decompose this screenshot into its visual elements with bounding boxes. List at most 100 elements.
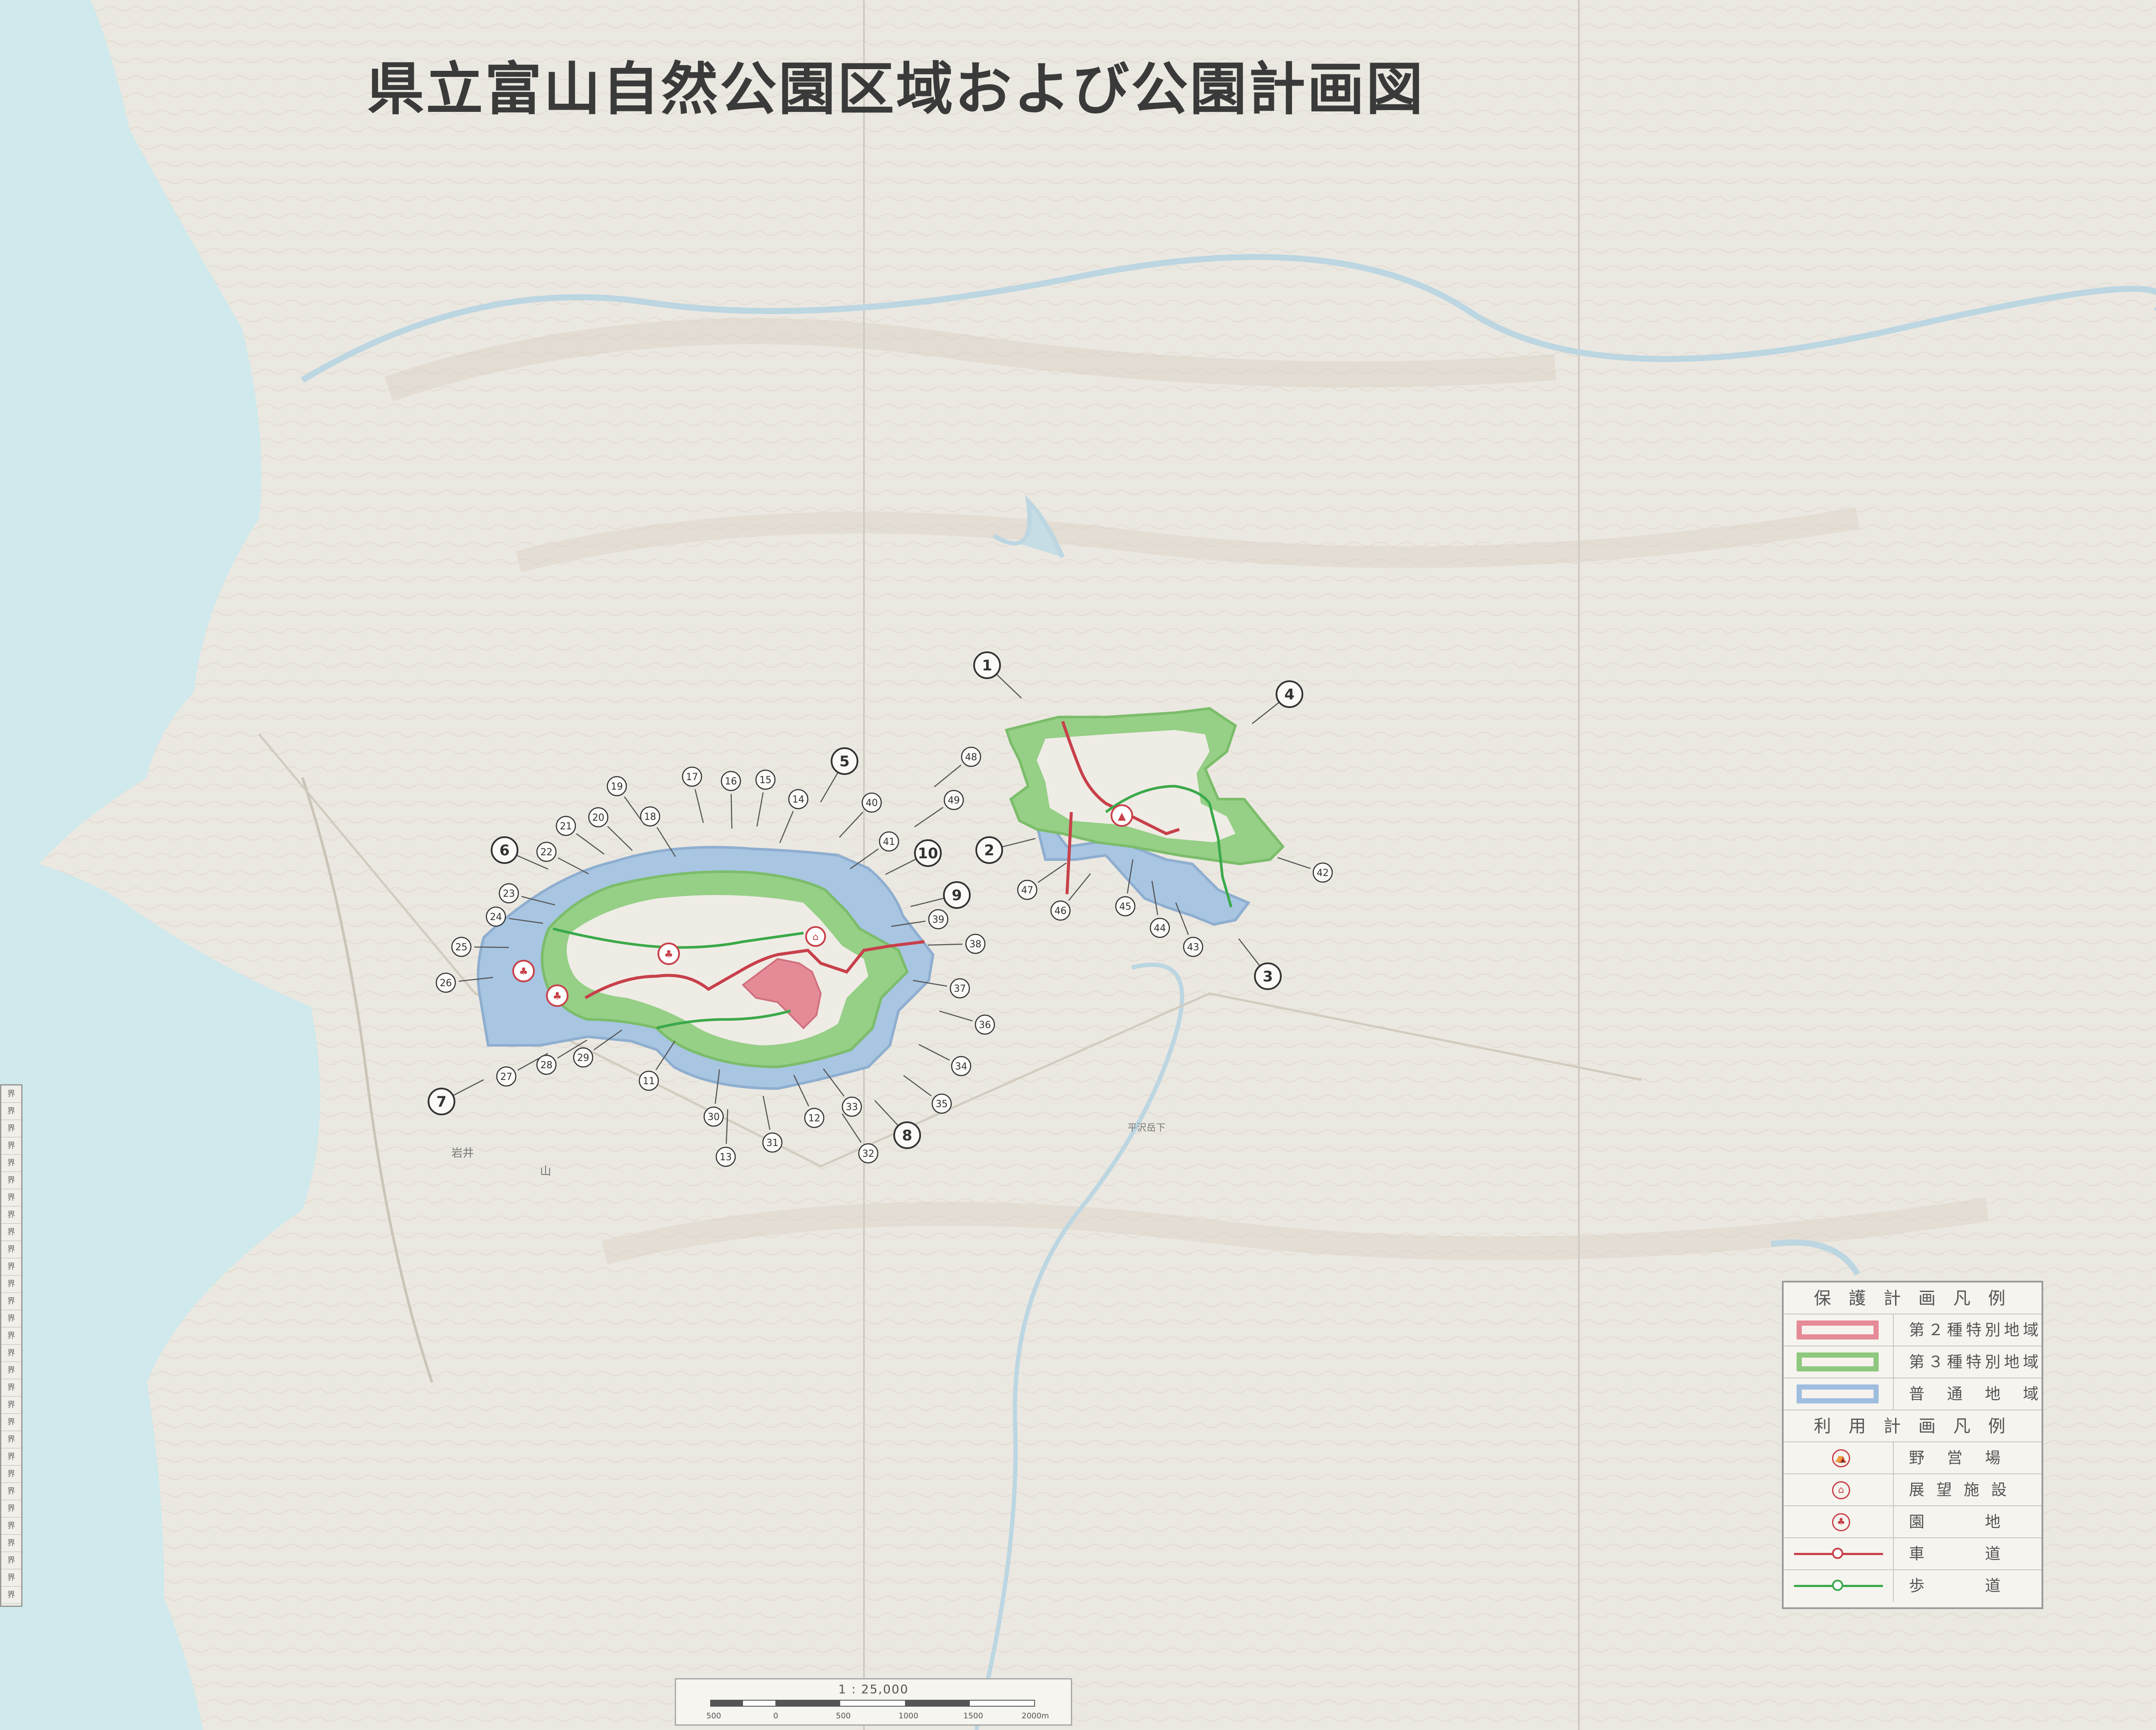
area-marker-4: 4 xyxy=(1251,680,1303,724)
marker-leader-line xyxy=(726,1109,728,1144)
marker-leader-line xyxy=(458,977,493,982)
marker-leader-line xyxy=(1175,902,1189,935)
area-marker-3: 3 xyxy=(1238,938,1282,990)
area-marker-34: 34 xyxy=(918,1044,972,1076)
marker-circle xyxy=(914,839,942,867)
area-marker-48: 48 xyxy=(934,746,981,787)
marker-number: 27 xyxy=(500,1072,512,1082)
marker-circle xyxy=(931,1093,952,1114)
marker-number: 4 xyxy=(1284,686,1295,703)
area-marker-11: 11 xyxy=(638,1041,676,1091)
legend-label: 歩 道 xyxy=(1909,1577,2004,1595)
marker-circle xyxy=(762,1132,783,1153)
marker-leader-line xyxy=(694,789,704,823)
marker-number: 16 xyxy=(725,776,737,787)
area-marker-31: 31 xyxy=(762,1095,783,1153)
marker-circle xyxy=(1183,936,1203,957)
index-cell: 界 xyxy=(1,1258,21,1276)
index-cell: 界 xyxy=(1,1397,21,1414)
marker-number: 18 xyxy=(644,812,656,822)
marker-leader-line xyxy=(656,827,676,857)
marker-circle xyxy=(1115,896,1136,917)
planned-road-west xyxy=(584,940,925,1000)
marker-number: 11 xyxy=(643,1076,655,1087)
marker-number: 46 xyxy=(1054,906,1067,917)
marker-leader-line xyxy=(1151,881,1159,915)
legend-row-third-class: 第３種特別地域 xyxy=(1784,1346,2042,1378)
marker-number: 22 xyxy=(540,847,552,858)
area-marker-33: 33 xyxy=(822,1068,862,1117)
marker-leader-line xyxy=(820,772,838,803)
marker-number: 8 xyxy=(902,1127,912,1144)
marker-leader-line xyxy=(1238,938,1261,967)
map-title: 県立富山自然公園区域および公園計画図 xyxy=(367,56,1425,123)
marker-circle xyxy=(975,836,1003,864)
index-cell: 界 xyxy=(1,1086,21,1103)
marker-number: 43 xyxy=(1187,942,1199,953)
marker-number: 42 xyxy=(1317,868,1329,879)
marker-circle xyxy=(965,933,986,954)
area-marker-7: 7 xyxy=(428,1079,484,1115)
area-marker-16: 16 xyxy=(721,771,741,829)
area-marker-39: 39 xyxy=(891,909,949,930)
index-cell: 界 xyxy=(1,1483,21,1500)
marker-circle xyxy=(435,972,456,993)
marker-number: 48 xyxy=(965,752,977,763)
marker-leader-line xyxy=(593,1029,622,1051)
scale-tick: 500 xyxy=(706,1711,721,1720)
marker-leader-line xyxy=(914,806,943,828)
marker-leader-line xyxy=(762,1095,771,1130)
scale-tick: 0 xyxy=(773,1711,778,1720)
legend-row-park: ♣ 園 地 xyxy=(1784,1506,2042,1538)
scale-tick: 1500 xyxy=(963,1711,983,1720)
marker-circle xyxy=(788,789,809,809)
marker-leader-line xyxy=(841,1113,862,1143)
index-cell: 界 xyxy=(1,1517,21,1535)
marker-leader-line xyxy=(1127,859,1134,894)
road-line-icon xyxy=(1794,1548,1883,1559)
index-cell: 界 xyxy=(1,1500,21,1517)
marker-circle xyxy=(961,746,981,767)
index-cell: 界 xyxy=(1,1155,21,1172)
scale-tick: 1000 xyxy=(899,1711,918,1720)
marker-circle xyxy=(879,831,899,852)
area-marker-27: 27 xyxy=(496,1053,548,1087)
park-icon: ♣ xyxy=(657,943,680,965)
second-class-swatch xyxy=(1797,1321,1879,1340)
river xyxy=(992,495,1065,559)
scale-title: 1 : 25,000 xyxy=(838,1682,909,1696)
area-marker-46: 46 xyxy=(1050,873,1091,921)
index-cell: 界 xyxy=(1,1535,21,1552)
legend-label: 普 通 地 域 xyxy=(1909,1385,2042,1403)
index-cell: 界 xyxy=(1,1224,21,1241)
marker-leader-line xyxy=(910,898,945,907)
place-label: 山 xyxy=(540,1165,551,1178)
index-cell: 界 xyxy=(1,1414,21,1431)
marker-circle xyxy=(486,906,506,927)
natural-area-east xyxy=(1037,730,1235,842)
marker-circle xyxy=(606,776,627,797)
third-class-swatch xyxy=(1797,1352,1879,1371)
index-cell: 界 xyxy=(1,1241,21,1258)
marker-leader-line xyxy=(850,848,879,870)
marker-leader-line xyxy=(779,811,794,843)
area-marker-38: 38 xyxy=(928,933,986,954)
svg-text:⌂: ⌂ xyxy=(813,932,819,943)
marker-leader-line xyxy=(839,812,864,838)
ridge-shading xyxy=(515,508,1860,572)
marker-circle xyxy=(973,651,1001,679)
scale-ruler: 500 0 500 1000 1500 2000m xyxy=(706,1700,1049,1720)
marker-circle xyxy=(893,1121,921,1149)
index-cell: 界 xyxy=(1,1137,21,1155)
marker-number: 32 xyxy=(862,1149,874,1159)
scale-tick: 500 xyxy=(836,1711,851,1720)
area-marker-41: 41 xyxy=(850,831,899,870)
sea xyxy=(0,0,320,1730)
marker-circle xyxy=(755,769,776,790)
area-marker-19: 19 xyxy=(606,776,645,825)
marker-number: 9 xyxy=(952,887,962,904)
marker-circle xyxy=(949,978,970,999)
area-marker-23: 23 xyxy=(499,883,555,906)
legend-label: 野 営 場 xyxy=(1909,1449,2004,1467)
planned-path-west xyxy=(656,1009,791,1029)
